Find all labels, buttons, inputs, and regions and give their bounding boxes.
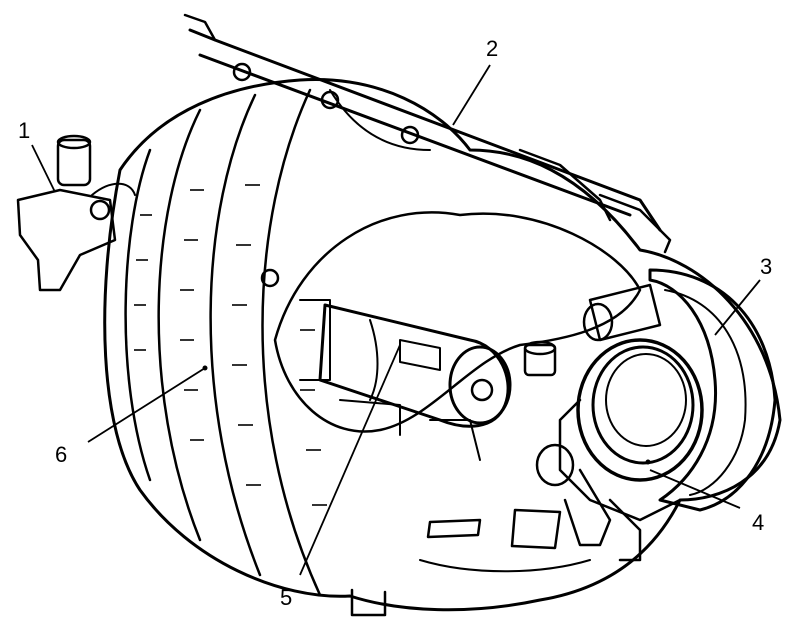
leader-6-dot	[202, 365, 208, 371]
lower-ports	[419, 508, 591, 573]
callout-6: 6	[55, 442, 67, 467]
callout-2: 2	[486, 36, 498, 61]
fuel-rail-part-2	[183, 13, 672, 288]
hose-stub	[582, 283, 662, 342]
callout-5: 5	[280, 585, 292, 610]
manifold-sensor-part-1	[16, 134, 136, 292]
callout-1: 1	[18, 118, 30, 143]
throttle-body-part-4	[523, 338, 704, 562]
leader-2	[452, 64, 491, 126]
throttle-gasket-part-3	[648, 268, 777, 512]
callout-4: 4	[752, 510, 764, 535]
leader-3	[714, 279, 761, 336]
leader-4	[649, 469, 741, 509]
leader-4-dot	[645, 459, 651, 465]
callout-leaders	[31, 64, 761, 576]
leader-1	[31, 144, 56, 193]
manifold-body	[103, 78, 782, 617]
leader-6	[87, 367, 206, 443]
runner-actuator-part-5	[318, 303, 512, 428]
callout-3: 3	[760, 254, 772, 279]
leader-5	[299, 344, 401, 576]
